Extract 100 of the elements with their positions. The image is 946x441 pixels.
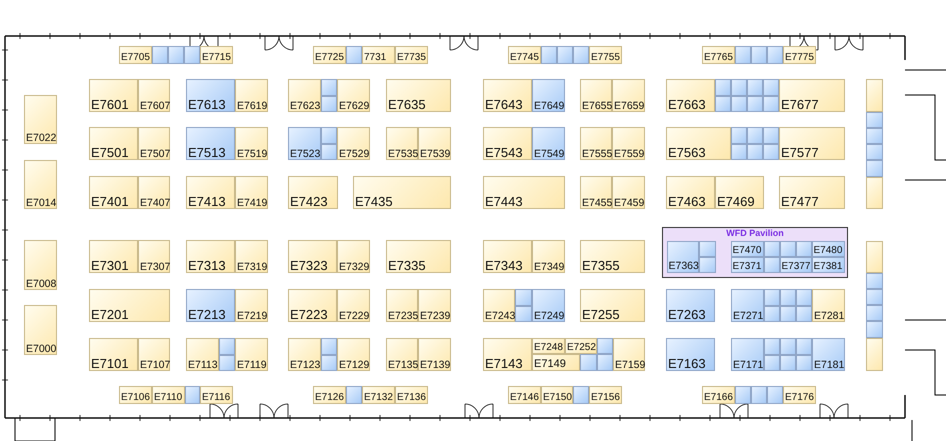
booth-number: E7349: [534, 262, 564, 272]
booth-number: E7136: [397, 393, 426, 403]
exhibition-booth: [597, 338, 613, 354]
exhibition-booth: [866, 144, 883, 160]
exhibition-booth: [731, 289, 764, 322]
booth-number: E7745: [510, 53, 539, 63]
exhibition-booth: [747, 127, 763, 144]
exhibition-booth: [386, 338, 418, 371]
exhibition-booth: [235, 338, 268, 371]
booth-number: E7149: [534, 359, 566, 370]
exhibition-booth: [589, 386, 622, 404]
exhibition-booth: [184, 46, 200, 64]
exhibition-booth: [796, 289, 812, 306]
exhibition-booth: [796, 338, 812, 354]
exhibition-booth: [515, 306, 532, 322]
exhibition-booth: [731, 127, 747, 144]
booth-number: E7507: [140, 148, 170, 159]
exhibition-booth: [321, 127, 337, 144]
pavilion-title: WFD Pavilion: [725, 229, 785, 238]
exhibition-booth: [346, 386, 362, 404]
booth-number: E7116: [202, 393, 230, 403]
booth-number: E7252: [567, 343, 596, 353]
exhibition-booth: [483, 338, 532, 371]
exhibition-booth: [168, 46, 184, 64]
exhibition-booth: [666, 289, 715, 322]
exhibition-booth: [337, 240, 370, 273]
exhibition-booth: [779, 176, 845, 209]
exhibition-booth: [346, 46, 362, 64]
booth-number: E7181: [814, 360, 844, 370]
booth-number: E7156: [591, 393, 620, 403]
exhibition-booth: [702, 46, 735, 64]
exhibition-booth: [866, 289, 883, 305]
exhibition-booth: [731, 338, 764, 371]
exhibition-booth: [812, 256, 844, 272]
exhibition-booth: [731, 96, 747, 112]
exhibition-booth: [186, 338, 219, 371]
exhibition-booth: [767, 46, 783, 64]
exhibition-booth: [735, 46, 751, 64]
exhibition-booth: [597, 354, 613, 371]
exhibition-booth: [780, 338, 796, 354]
exhibition-booth: [418, 127, 451, 160]
exhibition-booth: [321, 354, 337, 371]
booth-number: E7363: [668, 261, 699, 272]
exhibition-booth: [612, 127, 645, 160]
booth-number: E7555: [582, 148, 612, 159]
booth-number: E7008: [26, 278, 56, 289]
booth-number: E7705: [121, 53, 150, 63]
booth-number: E7455: [582, 198, 612, 208]
booth-number: E7319: [237, 262, 268, 272]
exhibition-booth: [138, 79, 170, 112]
booth-number: E7613: [188, 98, 226, 111]
exhibition-booth: [763, 127, 779, 144]
exhibition-booth: [235, 176, 268, 209]
exhibition-booth: [186, 127, 235, 160]
exhibition-booth: [532, 127, 565, 160]
exhibition-booth: [866, 160, 883, 177]
exhibition-booth: [715, 176, 764, 209]
exhibition-booth: [764, 338, 780, 354]
exhibition-booth: [395, 386, 428, 404]
exhibition-booth: [321, 79, 337, 96]
exhibition-booth: [866, 321, 883, 338]
exhibition-booth: [796, 240, 812, 256]
exhibition-booth: [730, 256, 764, 272]
exhibition-booth: [764, 354, 780, 371]
booth-number: E7243: [485, 310, 516, 321]
booth-number: E7146: [510, 393, 539, 403]
booth-number: E7235: [388, 310, 418, 321]
booth-number: E7577: [781, 146, 819, 159]
booth-number: E7229: [339, 310, 370, 321]
booth-number: E7329: [339, 262, 370, 272]
exhibition-booth: [747, 79, 763, 96]
exhibition-booth: [24, 160, 57, 209]
exhibition-booth: [288, 79, 321, 112]
booth-number: E7607: [140, 100, 170, 111]
exhibition-booth: [483, 289, 515, 322]
exhibition-booth: [483, 127, 532, 160]
booth-number: E7413: [188, 195, 226, 208]
booth-number: E7301: [91, 259, 129, 272]
exhibition-booth: [532, 338, 565, 354]
exhibition-booth: [337, 127, 370, 160]
exhibition-booth: [541, 386, 573, 404]
exhibition-booth: [186, 240, 235, 273]
booth-number: E7249: [534, 310, 564, 321]
booth-number: E7248: [534, 343, 563, 353]
exhibition-booth: [395, 46, 428, 64]
exhibition-booth: [532, 79, 565, 112]
exhibition-booth: [763, 144, 779, 160]
exhibition-booth: [235, 127, 268, 160]
booth-number: E7470: [732, 246, 762, 256]
booth-number: E7323: [290, 259, 328, 272]
exhibition-booth: [613, 338, 645, 371]
exhibition-booth: [557, 46, 573, 64]
exhibition-booth: [532, 354, 580, 371]
booth-number: E7535: [388, 148, 418, 159]
exhibition-booth: [715, 96, 731, 112]
exhibition-booth: [386, 289, 418, 322]
exhibition-booth: [152, 386, 185, 404]
booth-number: E7407: [140, 198, 170, 208]
booth-number: E7263: [668, 308, 706, 321]
exhibition-booth: [763, 96, 779, 112]
